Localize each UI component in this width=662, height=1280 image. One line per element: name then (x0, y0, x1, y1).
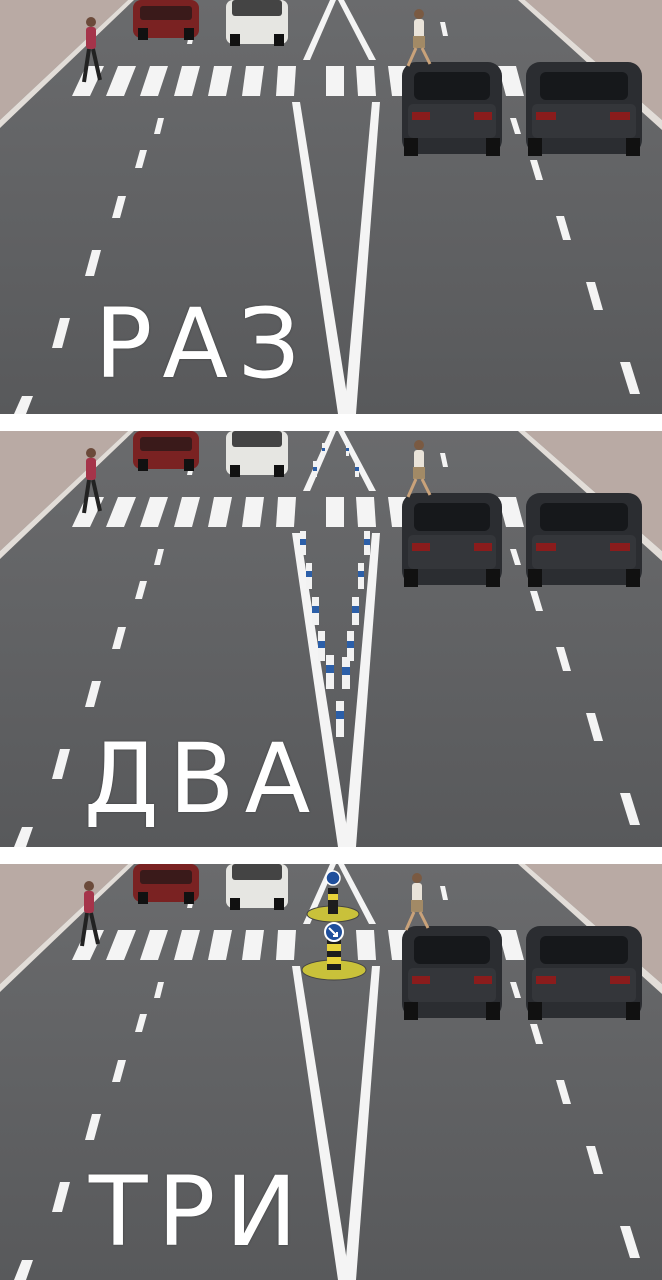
refuge-island (306, 870, 360, 923)
road-scene (0, 431, 662, 847)
pedestrian-icon (80, 881, 100, 947)
keep-right-sign-icon (325, 870, 341, 886)
bollard-icon (342, 657, 350, 689)
crosswalk (72, 66, 524, 96)
bollard-icon (322, 443, 325, 456)
crosswalk (72, 930, 524, 960)
pedestrian-icon (82, 448, 102, 514)
bollard-icon (358, 563, 364, 589)
suv-icon (402, 926, 502, 1020)
center-lines (292, 0, 380, 414)
panel-1: РАЗ (0, 0, 662, 414)
bollard-icon (312, 597, 319, 625)
van-icon (226, 864, 288, 910)
bollard-icon (347, 631, 354, 661)
pedestrian-icon (406, 9, 432, 67)
crosswalk (72, 497, 524, 527)
sedan-icon (133, 864, 199, 904)
bollard-icon (364, 531, 370, 555)
bollard-icon (355, 461, 359, 477)
curb-left (0, 431, 134, 559)
refuge-island (301, 922, 367, 981)
suv-icon (402, 62, 502, 156)
pedestrian-icon (82, 17, 102, 83)
bollard-icon (300, 531, 306, 555)
van-icon (226, 0, 288, 46)
panel-caption: РАЗ (94, 288, 310, 400)
van-icon (226, 431, 288, 477)
lane-dashes-right (440, 453, 640, 825)
panel-caption: ДВА (83, 723, 321, 835)
pedestrian-icon (406, 440, 432, 498)
curb-left (0, 864, 134, 992)
lane-dashes-right (440, 22, 640, 394)
suv-icon (526, 493, 642, 587)
bollard-icon (352, 597, 359, 625)
pedestrian-icon (404, 873, 430, 931)
suv-icon (402, 493, 502, 587)
suv-icon (526, 926, 642, 1020)
bollard-icon (346, 443, 349, 456)
suv-icon (526, 62, 642, 156)
bollard-icon (318, 631, 325, 661)
bollard-icon (336, 701, 344, 737)
sedan-icon (133, 431, 199, 471)
bollard-row (300, 443, 370, 737)
curb-left (0, 0, 134, 128)
sedan-icon (133, 0, 199, 40)
lane-dashes-right (440, 886, 640, 1258)
bollard-icon (313, 461, 317, 477)
panel-2: ДВА (0, 431, 662, 847)
divider (0, 847, 662, 864)
panel-caption: ТРИ (88, 1156, 308, 1268)
divider (0, 414, 662, 431)
road-scene (0, 0, 662, 414)
road-scene (0, 864, 662, 1280)
bollard-icon (306, 563, 312, 589)
panel-3: ТРИ (0, 864, 662, 1280)
lane-dashes-left (14, 894, 195, 1280)
lane-dashes-left (14, 461, 195, 847)
bollard-icon (326, 655, 334, 689)
